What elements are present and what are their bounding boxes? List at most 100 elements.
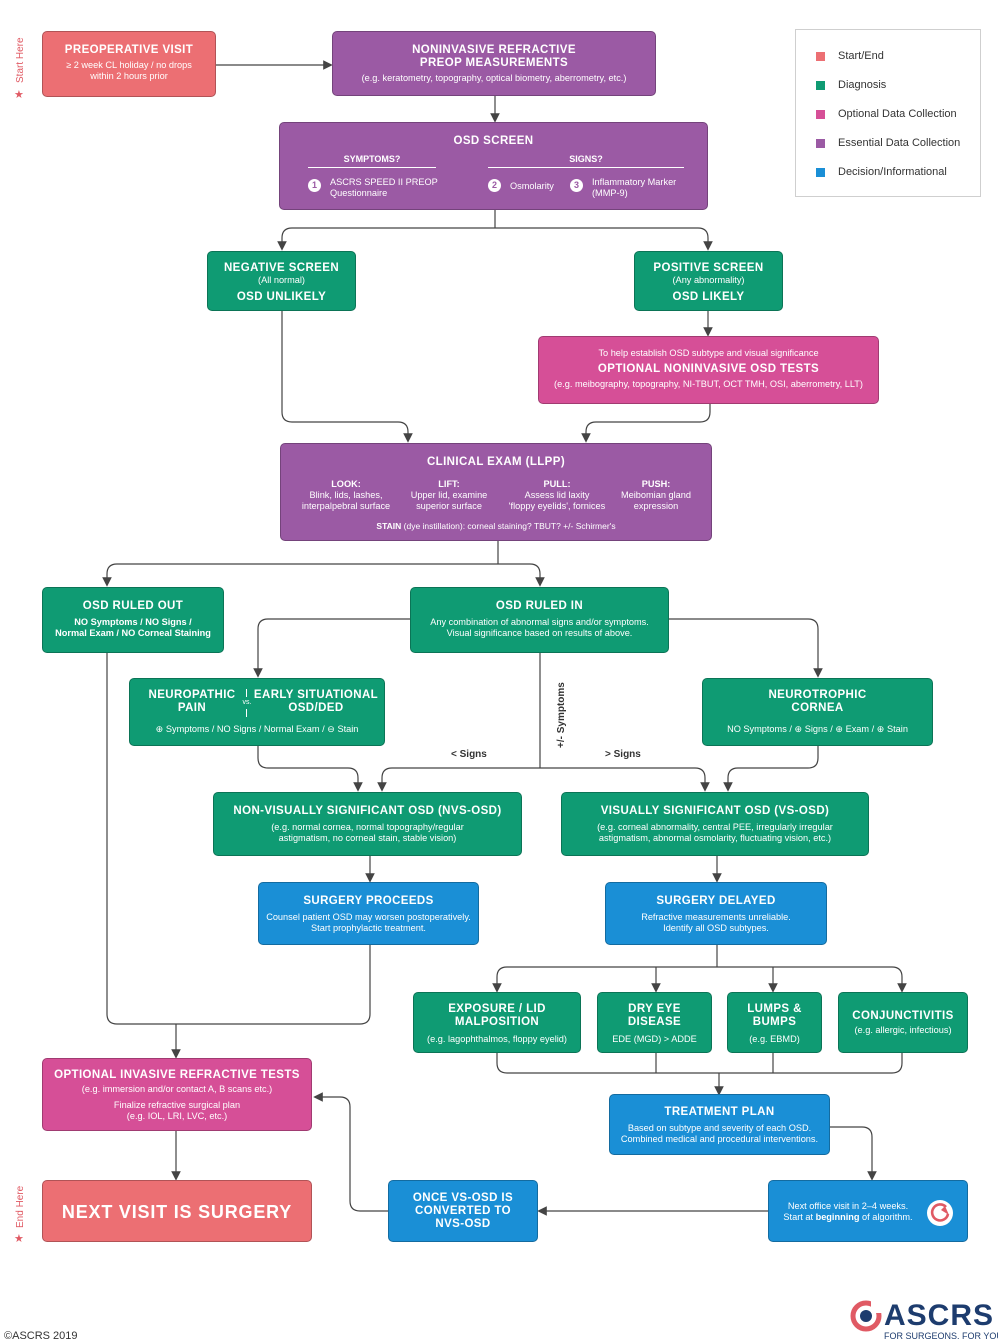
converted-line2: CONVERTED TO [415,1205,511,1217]
ascrs-tagline: FOR SURGEONS. FOR YOU. [884,1331,998,1341]
clinical-col-line2: superior surface [416,501,482,511]
subtype-title-2: MALPOSITION [454,1016,540,1028]
clinical-exam-box: CLINICAL EXAM (LLPP) LOOK: Blink, lids, … [280,443,712,541]
next-office-part: of algorithm. [859,1212,913,1222]
clinical-stain-line: STAIN (dye instillation): corneal staini… [281,521,711,531]
optional-tests-sub: (e.g. meibography, topography, NI-TBUT, … [554,379,863,389]
screen-item-line2: (MMP-9) [592,188,628,198]
treatment-plan-box: TREATMENT PLAN Based on subtype and seve… [609,1094,830,1155]
vs-line1: (e.g. corneal abnormality, central PEE, … [597,822,833,832]
invasive-title: OPTIONAL INVASIVE REFRACTIVE TESTS [54,1069,300,1081]
vs-line2: astigmatism, abnormal osmolarity, fluctu… [598,833,832,843]
symptoms-heading: SYMPTOMS? [343,154,401,164]
stain-bold: STAIN [376,521,402,531]
screen-item-line1: Inflammatory Marker [592,177,677,187]
converted-box: ONCE VS-OSD IS CONVERTED TO NVS-OSD [388,1180,538,1242]
subtype-sub: (e.g. allergic, infectious) [854,1025,952,1035]
noninvasive-sub: (e.g. keratometry, topography, optical b… [361,73,627,83]
next-visit-surgery-box: NEXT VISIT IS SURGERY [42,1180,312,1242]
neurotrophic-title-2: CORNEA [791,702,844,714]
legend-swatch [816,81,825,90]
vs-divider-bottom [246,709,247,717]
noninvasive-title-2: PREOP MEASUREMENTS [419,57,569,69]
surgery-proceeds-box: SURGERY PROCEEDS Counsel patient OSD may… [258,882,479,945]
subtype-sub: (e.g. lagophthalmos, floppy eyelid) [427,1034,567,1044]
preop-line1: ≥ 2 week CL holiday / no drops [66,60,192,70]
osd-ruled-in-box: OSD RULED IN Any combination of abnormal… [410,587,669,653]
negative-result: OSD UNLIKELY [236,291,327,303]
ruled-in-line2: Visual significance based on results of … [446,628,633,638]
clinical-col-head: PULL: [543,479,571,489]
legend-label: Decision/Informational [838,166,947,178]
clinical-col-pull: PULL: Assess lid laxity 'floppy eyelids'… [499,479,615,512]
clinical-col-line2: expression [633,501,679,511]
converted-line3: NVS-OSD [435,1218,491,1230]
next-office-line2: Start at beginning of algorithm. [773,1212,923,1223]
start-here-label: Start Here [15,37,26,83]
symptoms-divider [308,167,436,168]
negative-screen-box: NEGATIVE SCREEN (All normal) OSD UNLIKEL… [207,251,356,311]
proceeds-title: SURGERY PROCEEDS [303,895,434,907]
next-office-bold: beginning [815,1212,860,1222]
invasive-line3: (e.g. IOL, LRI, LVC, etc.) [126,1111,228,1121]
clinical-col-look: LOOK: Blink, lids, lashes, interpalpebra… [293,479,399,512]
signs-heading: SIGNS? [569,154,603,164]
subtype-title-1: LUMPS & [747,1003,802,1015]
subtype-title-2: DISEASE [627,1016,682,1028]
ruled-in-line1: Any combination of abnormal signs and/or… [430,617,649,627]
subtype-title-1: EXPOSURE / LID [448,1003,546,1015]
legend-swatch [816,110,825,119]
next-office-part: Start at [783,1212,816,1222]
legend-label: Essential Data Collection [838,137,961,149]
noninvasive-title-1: NONINVASIVE REFRACTIVE [412,44,576,56]
legend-swatch [816,168,825,177]
clinical-col-line2: interpalpebral surface [301,501,391,511]
osd-ruled-out-box: OSD RULED OUT NO Symptoms / NO Signs / N… [42,587,224,653]
optional-noninvasive-tests-box: To help establish OSD subtype and visual… [538,336,879,404]
subtype-title-2: BUMPS [752,1016,797,1028]
nvs-line2: astigmatism, no corneal stain, stable vi… [278,833,457,843]
nvs-line1: (e.g. normal cornea, normal topography/r… [271,822,464,832]
ruled-out-title: OSD RULED OUT [82,600,184,612]
negative-title: NEGATIVE SCREEN [223,262,340,274]
vs-label: vs. [242,699,252,706]
number-badge: 3 [570,179,583,192]
signs-divider [488,167,684,168]
restart-icon [927,1200,953,1226]
legend-label: Diagnosis [838,79,887,91]
legend-label: Start/End [838,50,884,62]
start-star-icon: ★ [14,89,24,101]
ruled-out-line1: NO Symptoms / NO Signs / [74,617,192,627]
clinical-col-lift: LIFT: Upper lid, examine superior surfac… [399,479,499,512]
delayed-line1: Refractive measurements unreliable. [641,912,791,922]
subtype-sub: (e.g. EBMD) [749,1034,800,1044]
treatment-line2: Combined medical and procedural interven… [620,1134,819,1144]
screen-item-line1: ASCRS SPEED II PREOP [330,177,438,187]
vs-title: VISUALLY SIGNIFICANT OSD (VS-OSD) [600,805,830,817]
optional-invasive-tests-box: OPTIONAL INVASIVE REFRACTIVE TESTS (e.g.… [42,1058,312,1131]
clinical-col-head: PUSH: [641,479,671,489]
converted-line1: ONCE VS-OSD IS [412,1192,514,1204]
nvs-title: NON-VISUALLY SIGNIFICANT OSD (NVS-OSD) [233,805,502,817]
subtype-exposure-box: EXPOSURE / LID MALPOSITION (e.g. lagopht… [413,992,581,1053]
subtype-title-1: DRY EYE [628,1003,681,1015]
delayed-title: SURGERY DELAYED [656,895,776,907]
osd-screen-title: OSD SCREEN [453,135,534,147]
neuropathic-sub: ⊕ Symptoms / NO Signs / Normal Exam / ⊖ … [155,724,359,734]
neurotrophic-cornea-box: NEUROTROPHIC CORNEA NO Symptoms / ⊕ Sign… [702,678,933,746]
treatment-title: TREATMENT PLAN [664,1106,775,1118]
next-office-visit-box: Next office visit in 2–4 weeks. Start at… [768,1180,968,1242]
legend-swatch [816,139,825,148]
proceeds-line1: Counsel patient OSD may worsen postopera… [266,912,471,922]
subtype-conjunctivitis-box: CONJUNCTIVITIS (e.g. allergic, infectiou… [838,992,968,1053]
copyright-text: ©ASCRS 2019 [4,1330,78,1342]
clinical-col-head: LOOK: [331,479,361,489]
stain-rest: (dye instillation): corneal staining? TB… [401,521,616,531]
clinical-title: CLINICAL EXAM (LLPP) [426,456,566,468]
subtype-lumps-box: LUMPS & BUMPS (e.g. EBMD) [727,992,822,1053]
clinical-col-line1: Assess lid laxity [524,490,590,500]
clinical-col-line2: 'floppy eyelids', fornices [508,501,606,511]
positive-sub: (Any abnormality) [672,275,745,285]
number-badge: 2 [488,179,501,192]
